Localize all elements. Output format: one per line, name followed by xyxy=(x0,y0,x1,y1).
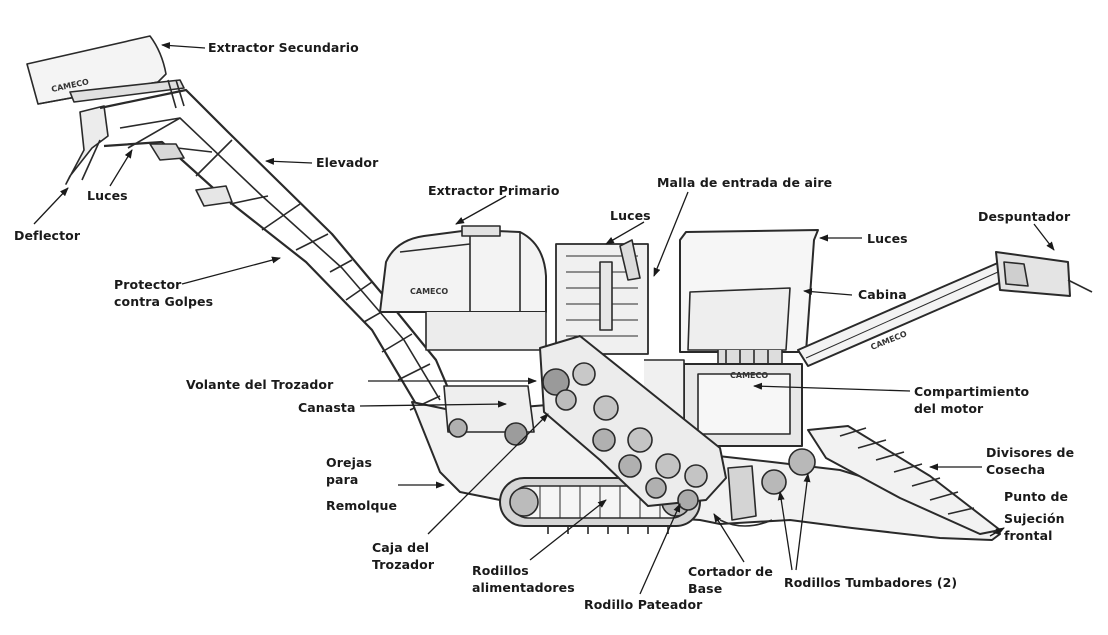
leader-elevador xyxy=(265,157,313,165)
label-malla: Malla de entrada de aire xyxy=(657,175,833,190)
leader-compartimiento xyxy=(753,382,911,392)
leader-canasta xyxy=(359,400,507,408)
label-punto-line1: Punto de xyxy=(1004,489,1069,504)
leader-extractor-secundario xyxy=(161,42,206,50)
leader-rodillos-alim xyxy=(529,499,607,561)
label-deflector: Deflector xyxy=(14,228,81,243)
label-cortador-line2: Base xyxy=(688,581,723,596)
base-cutter xyxy=(719,448,816,527)
label-extractor-secundario: Extractor Secundario xyxy=(208,40,359,55)
label-compartimiento-line2: del motor xyxy=(914,401,984,416)
leader-malla xyxy=(653,191,689,277)
leader-caja xyxy=(427,413,549,535)
leader-despuntador xyxy=(1033,223,1055,251)
primary-extractor xyxy=(379,225,547,351)
label-pateador: Rodillo Pateador xyxy=(584,597,703,612)
leader-tumbador-1 xyxy=(777,491,793,571)
label-orejas-line1: Orejas xyxy=(326,455,373,470)
crop-dividers xyxy=(807,425,1001,535)
label-extractor-primario: Extractor Primario xyxy=(428,183,560,198)
label-orejas: Orejas para xyxy=(326,454,372,488)
label-caja-line2: Trozador xyxy=(372,557,435,572)
leader-protector xyxy=(181,256,281,285)
leader-pateador xyxy=(639,503,681,595)
brand-mark-engine: CAMECO xyxy=(730,371,768,380)
label-elevador: Elevador xyxy=(316,155,379,170)
label-luces-1: Luces xyxy=(87,188,128,203)
secondary-extractor-hood xyxy=(26,35,167,105)
label-remolque: Remolque xyxy=(326,498,398,513)
cabin-structure xyxy=(679,229,819,369)
label-cabina: Cabina xyxy=(858,287,907,302)
label-rodillos-alim-line1: Rodillos xyxy=(472,563,529,578)
label-compartimiento-line1: Compartimiento xyxy=(914,384,1030,399)
label-cortador-line1: Cortador de xyxy=(688,564,773,579)
label-luces-3: Luces xyxy=(867,231,908,246)
label-punto-line3: frontal xyxy=(1004,528,1053,543)
label-orejas-line2: para xyxy=(326,472,359,487)
leader-punto xyxy=(989,527,1005,537)
label-punto: Punto de Sujeción frontal xyxy=(1004,488,1068,544)
label-divisores-line2: Cosecha xyxy=(986,462,1046,477)
label-cortador: Cortador de Base xyxy=(688,563,773,597)
engine-block xyxy=(644,359,803,447)
machine-drawing xyxy=(26,35,1093,541)
leader-cabina xyxy=(803,288,853,296)
label-protector-line1: Protector xyxy=(114,277,182,292)
leader-luces-1 xyxy=(109,149,133,187)
chopper-box xyxy=(539,335,727,511)
label-volante: Volante del Trozador xyxy=(186,377,334,392)
basket xyxy=(443,385,535,446)
label-rodillos-alim: Rodillos alimentadores xyxy=(472,562,575,596)
label-protector: Protector contra Golpes xyxy=(114,276,213,310)
air-intake xyxy=(555,239,649,355)
label-caja: Caja del Trozador xyxy=(372,539,434,573)
leader-extractor-primario xyxy=(455,195,507,225)
leader-luces-2 xyxy=(605,221,645,245)
label-tumbadores: Rodillos Tumbadores (2) xyxy=(784,575,958,590)
label-divisores: Divisores de Cosecha xyxy=(986,444,1074,478)
brand-mark-extractor: CAMECO xyxy=(410,287,448,296)
label-punto-line2: Sujeción xyxy=(1004,511,1065,526)
leader-tumbador-2 xyxy=(795,473,811,571)
leader-cortador xyxy=(713,513,745,563)
label-divisores-line1: Divisores de xyxy=(986,445,1075,460)
topper-arm xyxy=(797,251,1093,367)
label-rodillos-alim-line2: alimentadores xyxy=(472,580,575,595)
label-compartimiento: Compartimiento del motor xyxy=(914,383,1029,417)
label-luces-2: Luces xyxy=(610,208,651,223)
leader-deflector xyxy=(33,187,69,225)
label-canasta: Canasta xyxy=(298,400,356,415)
label-despuntador: Despuntador xyxy=(978,209,1071,224)
label-protector-line2: contra Golpes xyxy=(114,294,214,309)
label-caja-line1: Caja del xyxy=(372,540,430,555)
deflector-shape xyxy=(65,105,109,185)
